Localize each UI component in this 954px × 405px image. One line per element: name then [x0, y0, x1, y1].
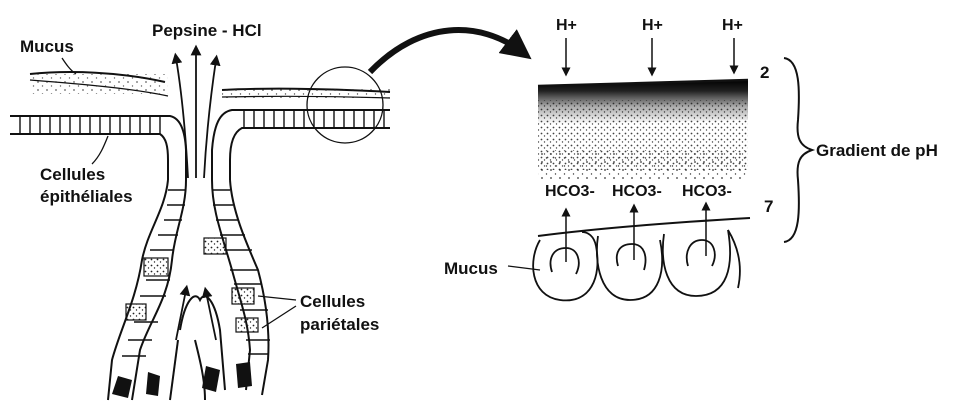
label-h-plus-3: H+ [722, 17, 743, 34]
label-cellules-parietales-1: Cellules [300, 292, 365, 311]
label-hco3-1: HCO3- [545, 183, 595, 200]
label-ph-2: 2 [760, 63, 769, 82]
label-mucus-right: Mucus [444, 259, 498, 278]
label-h-plus-2: H+ [642, 17, 663, 34]
label-mucus-top: Mucus [20, 37, 74, 56]
label-gradient-ph: Gradient de pH [816, 141, 938, 160]
label-ph-7: 7 [764, 197, 773, 216]
epithelial-cells [20, 116, 186, 356]
label-pepsine-hcl: Pepsine - HCl [152, 21, 262, 40]
label-hco3-2: HCO3- [612, 183, 662, 200]
label-h-plus-1: H+ [556, 17, 577, 34]
parietal-cells [126, 238, 258, 332]
magnifier-circle [307, 67, 383, 143]
label-cellules-parietales-2: pariétales [300, 315, 379, 334]
label-cellules-epitheliales-1: Cellules [40, 165, 105, 184]
ph-brace [784, 58, 812, 242]
gastric-pit [10, 72, 390, 400]
label-cellules-epitheliales-2: épithéliales [40, 187, 133, 206]
zoom-arrow [370, 30, 522, 72]
label-hco3-3: HCO3- [682, 183, 732, 200]
